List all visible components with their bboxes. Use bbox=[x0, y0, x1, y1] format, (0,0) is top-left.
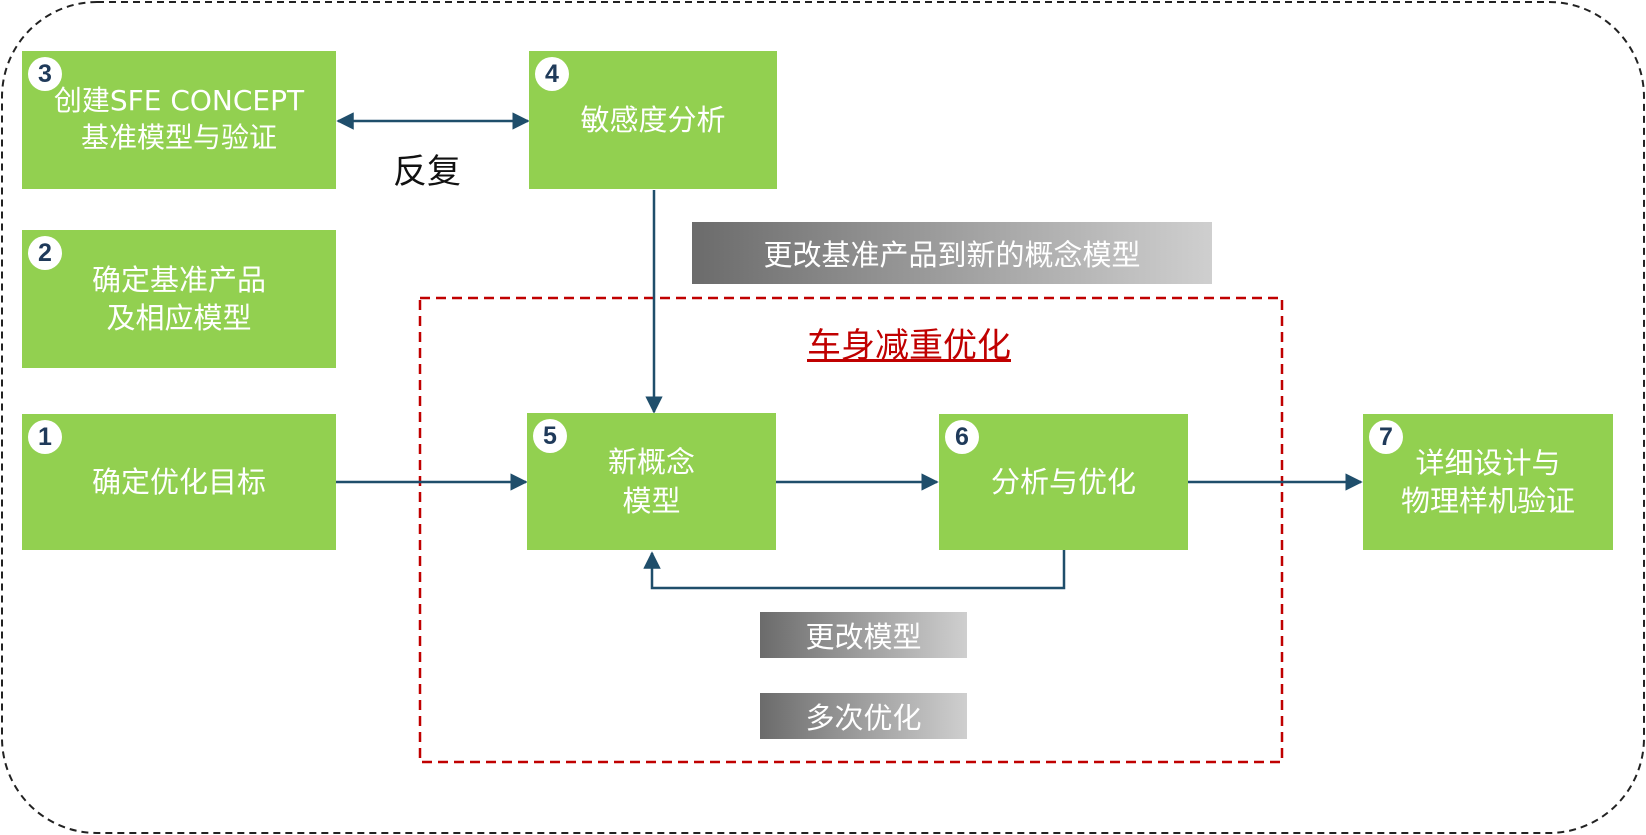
step-6-label: 分析与优化 bbox=[990, 464, 1136, 499]
step-2-box: 2 确定基准产品 及相应模型 bbox=[22, 230, 336, 368]
step-6-box: 6 分析与优化 bbox=[939, 414, 1188, 550]
step-1-label: 确定优化目标 bbox=[91, 464, 266, 499]
step-4-label: 敏感度分析 bbox=[580, 102, 726, 137]
multiple-optimization-banner: 多次优化 bbox=[760, 693, 967, 739]
step-2-label: 确定基准产品 及相应模型 bbox=[91, 262, 266, 335]
step-5-label: 新概念 模型 bbox=[607, 445, 695, 518]
step-4-box: 4 敏感度分析 bbox=[529, 51, 777, 189]
step-3-box: 3 创建SFE CONCEPT 基准模型与验证 bbox=[22, 51, 336, 189]
change-baseline-banner: 更改基准产品到新的概念模型 bbox=[692, 222, 1212, 284]
step-5-box: 5 新概念 模型 bbox=[527, 413, 776, 550]
arrow-feedback-6-to-5 bbox=[643, 550, 1066, 590]
step-4-number: 4 bbox=[535, 57, 569, 91]
step-2-number: 2 bbox=[28, 236, 62, 270]
step-7-number: 7 bbox=[1369, 420, 1403, 454]
step-7-box: 7 详细设计与 物理样机验证 bbox=[1363, 414, 1613, 550]
optimization-region-title: 车身减重优化 bbox=[807, 326, 1011, 366]
step-3-number: 3 bbox=[28, 57, 62, 91]
optimization-region-border bbox=[418, 296, 1284, 764]
change-model-banner: 更改模型 bbox=[760, 612, 967, 658]
step-3-label: 创建SFE CONCEPT 基准模型与验证 bbox=[53, 84, 305, 154]
step-1-box: 1 确定优化目标 bbox=[22, 414, 336, 550]
step-7-label: 详细设计与 物理样机验证 bbox=[1400, 445, 1575, 518]
iterate-label: 反复 bbox=[393, 152, 461, 192]
step-5-number: 5 bbox=[533, 419, 567, 453]
step-1-number: 1 bbox=[28, 420, 62, 454]
step-6-number: 6 bbox=[945, 420, 979, 454]
